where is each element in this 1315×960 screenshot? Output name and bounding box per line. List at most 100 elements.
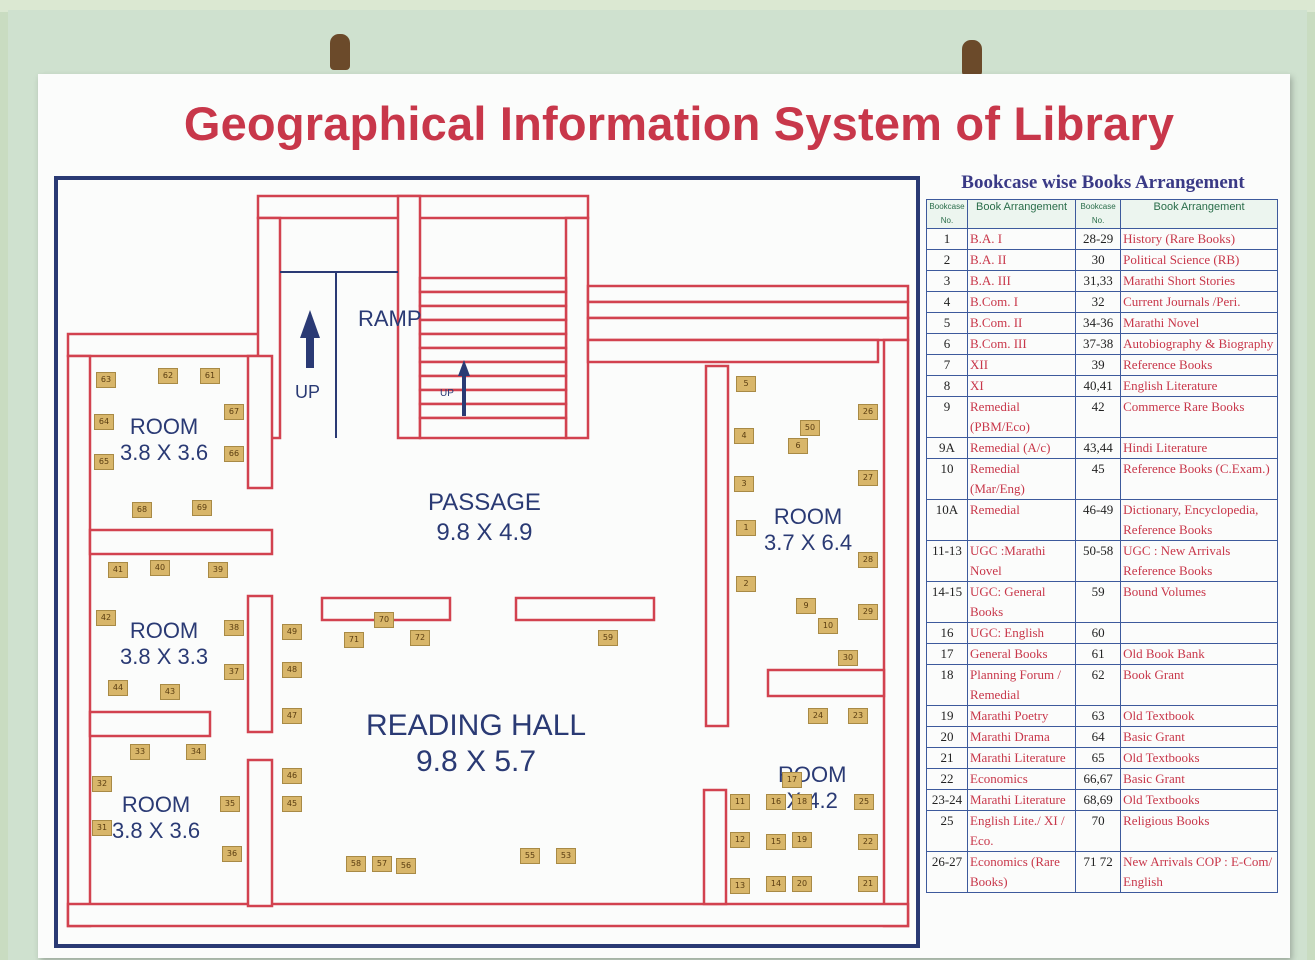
bookcase-no-cell: 68,69 [1075, 789, 1122, 811]
stair-step [418, 304, 568, 322]
wall [586, 338, 880, 364]
arrangement-cell: Reference Books (C.Exam.) [1120, 458, 1278, 500]
passage-size: 9.8 X 4.9 [436, 519, 533, 546]
arrangement-cell: B.Com. I [966, 291, 1077, 313]
arrangement-cell: Remedial (Mar/Eng) [966, 458, 1077, 500]
board-title: Geographical Information System of Libra… [183, 97, 1175, 150]
wall [766, 668, 886, 698]
bookcase-no-cell: 46-49 [1075, 499, 1122, 541]
bookcase-tag: 10 [818, 618, 838, 634]
bookcase-tag: 69 [192, 500, 212, 516]
arrangement-cell: B.Com. II [966, 312, 1077, 334]
arrangement-cell: UGC: English [966, 622, 1077, 644]
hall-size: 9.8 X 5.7 [415, 745, 537, 778]
hall-name: READING HALL [366, 709, 587, 742]
arrangement-cell: Book Grant [1120, 664, 1278, 706]
bookcase-no-cell: 14-15 [926, 581, 968, 623]
room-size: 3.8 X 3.6 [112, 818, 201, 843]
bookcase-no-cell: 66,67 [1075, 768, 1122, 790]
bookcase-tag: 15 [766, 834, 786, 850]
stair-step [418, 360, 568, 378]
table-title: Bookcase wise Books Arrangement [961, 172, 1245, 193]
bookcase-tag: 34 [186, 744, 206, 760]
bookcase-no-cell: 34-36 [1075, 312, 1122, 334]
up-label: UP [295, 382, 321, 402]
bookcase-no-cell: 31,33 [1075, 270, 1122, 292]
wall [66, 902, 910, 928]
hall-label: READING HALL 9.8 X 5.7 [366, 708, 586, 780]
bookcase-tag: 17 [782, 772, 802, 788]
arrangement-cell: Old Textbooks [1120, 789, 1278, 811]
bookcase-tag: 31 [92, 820, 112, 836]
bookcase-tag: 29 [858, 604, 878, 620]
stair-step [418, 318, 568, 336]
wall [586, 284, 910, 304]
bookcase-no-cell: 2 [926, 249, 968, 271]
bookcase-tag: 58 [346, 856, 366, 872]
arrangement-cell: Marathi Poetry [966, 705, 1077, 727]
bookcase-no-cell: 10 [926, 458, 968, 500]
bookcase-no-cell: 7 [926, 354, 968, 376]
bookcase-tag: 4 [734, 428, 754, 444]
bookcase-no-cell: 50-58 [1075, 540, 1122, 582]
bookcase-no-cell: 59 [1075, 581, 1122, 623]
arrangement-cell: XII [966, 354, 1077, 376]
bookcase-no-cell: 70 [1075, 810, 1122, 852]
bookcase-tag: 57 [372, 856, 392, 872]
arrangement-cell: Remedial [966, 499, 1077, 541]
passage-name: PASSAGE [428, 489, 541, 516]
arrangement-cell: Economics (Rare Books) [966, 851, 1077, 893]
arrangement-cell: UGC :Marathi Novel [966, 540, 1077, 582]
left-hook [330, 34, 350, 70]
bookcase-no-cell: 64 [1075, 726, 1122, 748]
bookcase-tag: 30 [838, 650, 858, 666]
bookcase-no-cell: 22 [926, 768, 968, 790]
arrangement-cell: English Literature [1120, 375, 1278, 397]
room-3: ROOM 3.8 X 3.6 [112, 792, 200, 844]
arrangement-cell: Marathi Literature [966, 747, 1077, 769]
bookcase-no-cell: 10A [926, 499, 968, 541]
arrangement-cell: Dictionary, Encyclopedia, Reference Book… [1120, 499, 1278, 541]
bookcase-tag: 43 [160, 684, 180, 700]
bookcase-tag: 44 [108, 680, 128, 696]
wall [586, 316, 910, 342]
wall [586, 300, 910, 320]
bookcase-no-cell: 21 [926, 747, 968, 769]
bookcase-no-cell: 19 [926, 705, 968, 727]
arrangement-cell: Commerce Rare Books [1120, 396, 1278, 438]
bookcase-no-cell: 32 [1075, 291, 1122, 313]
room-size: 3.8 X 3.3 [120, 644, 209, 669]
room-name: ROOM [129, 618, 199, 643]
bookcase-tag: 20 [792, 876, 812, 892]
stair-step [418, 290, 568, 308]
bookcase-tag: 3 [734, 476, 754, 492]
table-header-row: Bookcase No. Book Arrangement Bookcase N… [926, 199, 1278, 229]
arrangement-cell: UGC: General Books [966, 581, 1077, 623]
bookcase-no-cell: 40,41 [1075, 375, 1122, 397]
wall [704, 364, 730, 728]
bookcase-tag: 70 [374, 612, 394, 628]
arrangement-cell: B.A. III [966, 270, 1077, 292]
bookcase-no-cell: 11-13 [926, 540, 968, 582]
bookcase-tag: 47 [282, 708, 302, 724]
bookcase-tag: 21 [858, 876, 878, 892]
bookcase-no-cell: 25 [926, 810, 968, 852]
stair-up-label: UP [440, 388, 454, 399]
bookcase-tag: 68 [132, 502, 152, 518]
bookcase-tag: 71 [344, 632, 364, 648]
arrangement-cell: Economics [966, 768, 1077, 790]
arrangement-cell: Religious Books [1120, 810, 1278, 852]
bookcase-no-cell: 26-27 [926, 851, 968, 893]
room-size: 3.7 X 6.4 [764, 530, 853, 555]
